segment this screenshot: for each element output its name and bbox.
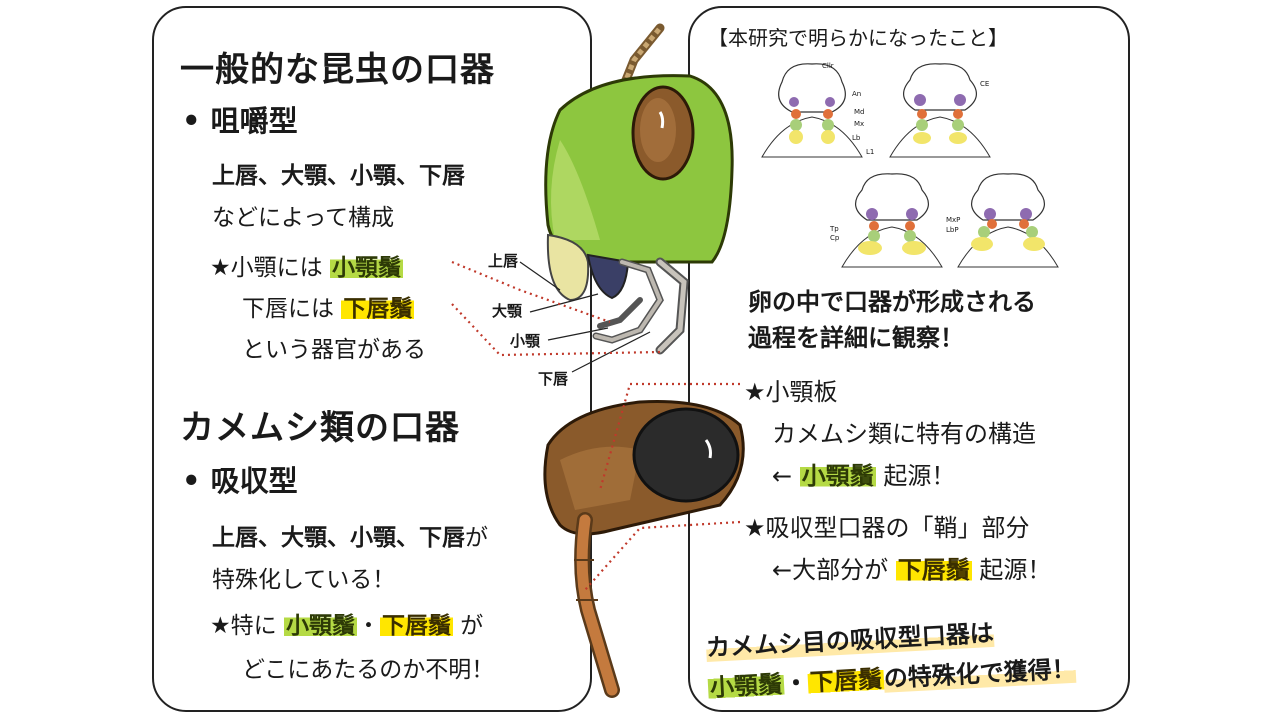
maxillary-plate-desc: カメムシ類に特有の構造 [772,420,1036,448]
maxillary-plate-heading: ★小顎板 [744,378,838,406]
unknown-correspondence-text: どこにあたるのか不明！ [242,657,495,683]
embryo-label-lb: Lb [852,134,861,142]
labial-palp-prefix: 下唇には [242,296,342,322]
sucking-parts-list: 上唇、大顎、小顎、下唇 [212,525,465,551]
especially-palps-note: ★特に 小顎鬚・下唇鬚 が [210,606,483,640]
grasshopper-head-illustration [544,23,734,355]
observation-line-1: 卵の中で口器が形成される [748,288,1036,316]
sucking-type-heading: • 吸収型 [182,464,298,498]
embryo-label-tp: Tp [830,225,839,233]
conclusion-labial-term: 下唇鬚 [807,664,885,697]
observation-line-2: 過程を詳細に観察！ [748,324,964,352]
chewing-composition-text: などによって構成 [212,205,395,231]
title-general-insect-mouthparts: 一般的な昆虫の口器 [180,50,495,90]
sucking-parts-suffix: が [465,525,488,551]
organ-exists-text: という器官がある [242,337,426,363]
conclusion-dot: ・ [783,668,809,698]
embryo-diagram-2 [889,63,991,158]
labial-palp-note: 下唇には 下唇鬚 [242,289,415,323]
label-maxilla: 小顎 [510,332,541,350]
chewing-parts-list: 上唇、大顎、小顎、下唇 [212,163,465,189]
sheath-heading: ★吸収型口器の「鞘」部分 [744,514,1030,542]
especially-suffix: が [452,613,484,639]
label-lower-lip: 下唇 [538,370,569,388]
embryo-label-an: An [852,90,862,98]
embryo-diagram-3 [841,173,943,268]
sheath-origin-suffix: 起源！ [971,556,1052,584]
stinkbug-head-illustration [543,400,745,698]
especially-dot: ・ [356,613,380,639]
right-panel [688,6,1130,712]
embryo-label-cp: Cp [830,234,840,242]
maxillary-palp-term: 小顎鬚 [329,255,403,281]
embryo-label-ce: CE [980,80,990,88]
maxillary-plate-origin-suffix: 起源！ [875,462,956,490]
embryo-label-mxp: MxP [946,216,961,224]
sucking-parts-line: 上唇、大顎、小顎、下唇が [212,518,488,552]
especially-maxillary-term: 小顎鬚 [283,613,357,639]
specialized-text: 特殊化している！ [212,567,396,593]
dotted-connectors-left [451,260,661,357]
maxillary-plate-origin: ← 小顎鬚 起源！ [772,456,955,491]
maxillary-plate-origin-prefix: ← [772,462,800,490]
dotted-connectors-bug [584,382,741,591]
conclusion-maxillary-term: 小顎鬚 [707,670,785,702]
embryo-label-md: Md [854,108,865,116]
chewing-type-heading: • 咀嚼型 [182,104,298,138]
label-upper-lip: 上唇 [488,252,519,270]
embryo-label-l1: L1 [866,148,875,156]
sheath-origin-term: 下唇鬚 [895,556,972,584]
labial-palp-term: 下唇鬚 [341,296,415,322]
embryo-diagram-4 [957,173,1059,268]
especially-labial-term: 下唇鬚 [379,613,453,639]
research-findings-header: 【本研究で明らかになったこと】 [708,26,1008,50]
embryo-label-lbp: LbP [946,226,959,234]
maxillary-plate-origin-term: 小顎鬚 [799,462,876,490]
sheath-origin: ←大部分が 下唇鬚 起源！ [772,550,1051,585]
maxillary-palp-prefix: ★小顎には [210,255,330,281]
embryo-label-mx: Mx [854,120,865,128]
title-hemiptera-mouthparts: カメムシ類の口器 [180,408,460,448]
especially-prefix: ★特に [210,613,284,639]
maxillary-palp-note: ★小顎には 小顎鬚 [210,248,403,282]
left-panel [152,6,592,712]
embryo-diagram-1 [761,63,863,158]
embryo-label-clr: Cllr [822,62,834,70]
sheath-origin-prefix: ←大部分が [772,556,896,584]
label-mandible: 大顎 [492,302,523,320]
